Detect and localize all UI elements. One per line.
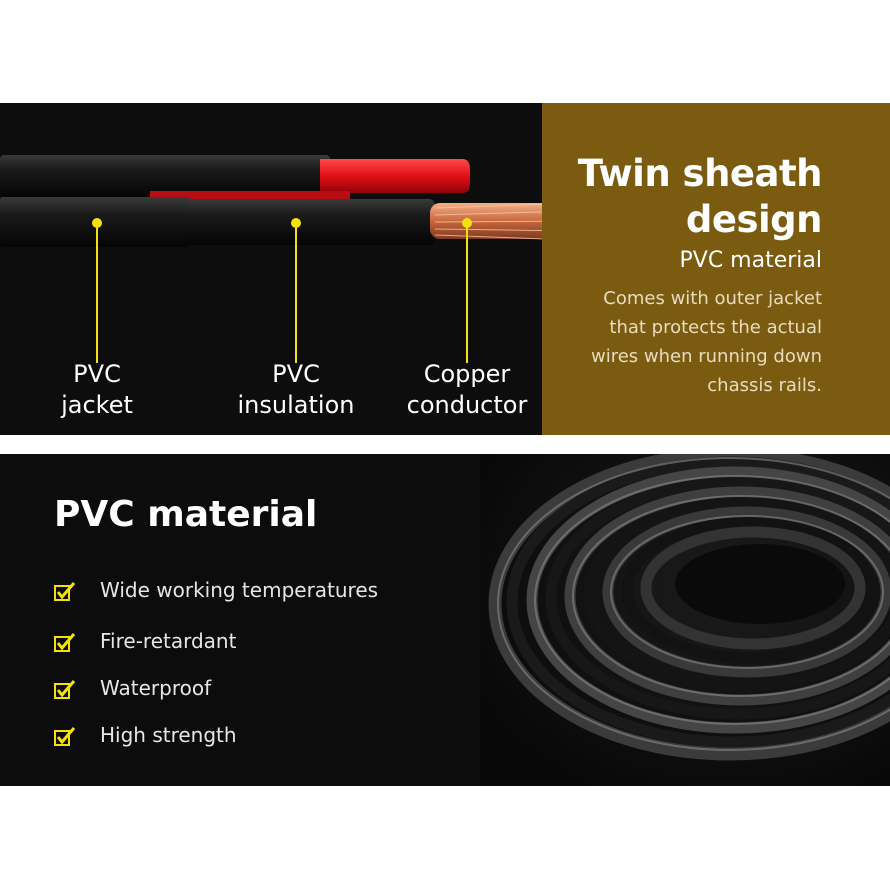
bottom-panel: PVC material Wide working temperatures F… bbox=[0, 454, 890, 786]
section-title: PVC material bbox=[54, 494, 318, 535]
feature-text: High strength bbox=[100, 723, 237, 747]
checkbox-check-icon bbox=[54, 632, 76, 652]
feature-item: Waterproof bbox=[54, 664, 378, 712]
info-title-line2: design bbox=[685, 198, 823, 241]
checkbox-check-icon bbox=[54, 581, 76, 601]
checkbox-check-icon bbox=[54, 679, 76, 699]
callout-line2: insulation bbox=[237, 391, 355, 419]
callout-line2: jacket bbox=[61, 391, 133, 419]
twin-sheath-info-box: Twin sheath design PVC material Comes wi… bbox=[542, 103, 890, 435]
callout-line1: Copper bbox=[423, 360, 511, 388]
top-panel: PVC jacket PVC insulation Copper conduct… bbox=[0, 103, 890, 435]
checkbox-check-icon bbox=[54, 726, 76, 746]
callout-copper-conductor: Copper conductor bbox=[387, 359, 547, 421]
cable-cross-section-image: PVC jacket PVC insulation Copper conduct… bbox=[0, 103, 577, 435]
callout-line1: PVC bbox=[73, 360, 121, 388]
callout-line2: conductor bbox=[406, 391, 528, 419]
feature-text: Wide working temperatures bbox=[100, 578, 379, 602]
callout-pvc-jacket: PVC jacket bbox=[17, 359, 177, 421]
info-description: Comes with outer jacket that protects th… bbox=[591, 288, 822, 396]
info-title-line1: Twin sheath bbox=[577, 152, 823, 195]
info-title: Twin sheath design bbox=[492, 151, 823, 243]
callout-pvc-insulation: PVC insulation bbox=[216, 359, 376, 421]
feature-item: Fire-retardant bbox=[54, 617, 378, 665]
info-subtitle: PVC material bbox=[679, 248, 823, 273]
cable-coil-image bbox=[480, 454, 890, 786]
feature-text: Fire-retardant bbox=[100, 629, 237, 653]
feature-item: High strength bbox=[54, 711, 378, 759]
callout-line1: PVC bbox=[272, 360, 320, 388]
feature-list: Wide working temperatures Fire-retardant… bbox=[54, 566, 378, 758]
feature-text: Waterproof bbox=[100, 676, 212, 700]
feature-item: Wide working temperatures bbox=[54, 566, 378, 614]
